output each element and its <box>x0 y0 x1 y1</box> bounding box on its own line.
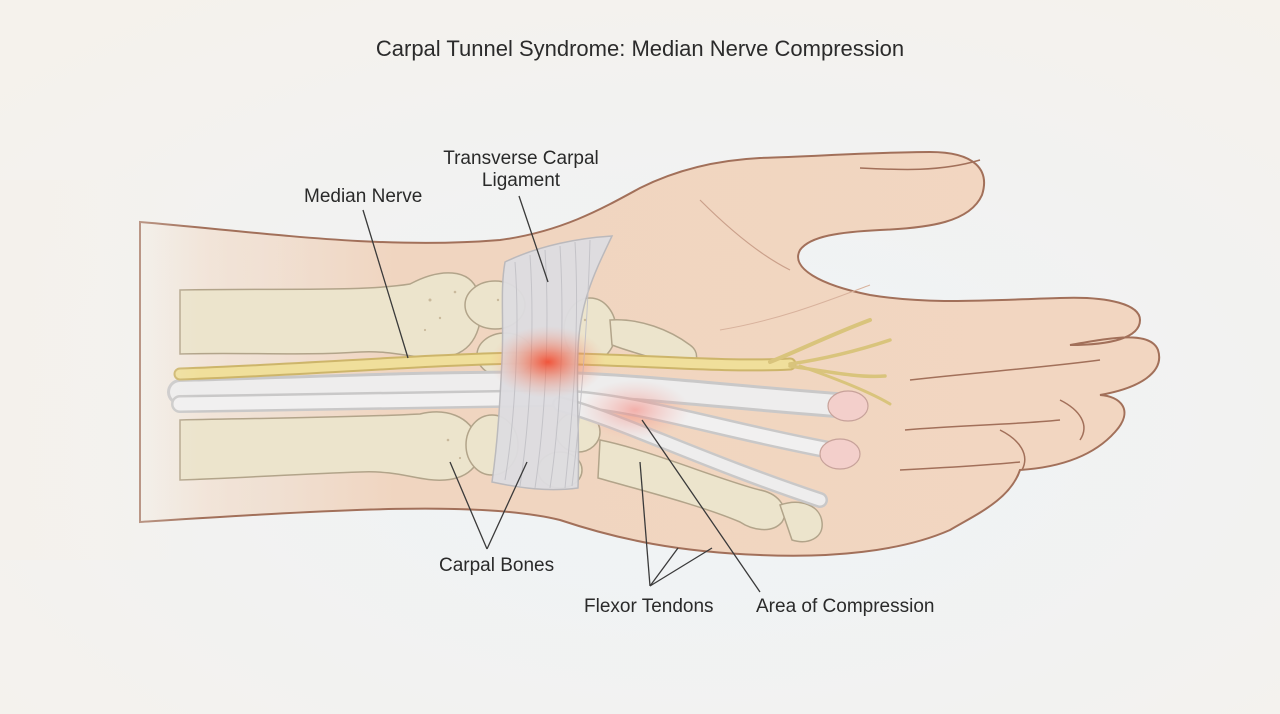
carpal-bones-leader-1 <box>449 461 488 550</box>
median-nerve-leader <box>362 209 409 359</box>
label-carpal-bones: Carpal Bones <box>439 555 555 576</box>
compression-highlight <box>490 326 606 398</box>
label-median-nerve: Median Nerve <box>304 186 423 207</box>
tendon-inflammation-highlight <box>580 380 690 440</box>
flexor-tendons-leader-1 <box>639 461 651 587</box>
flexor-tendons-leader-2 <box>649 547 679 587</box>
label-ligament-line1: Transverse Carpal <box>443 148 599 169</box>
ligament-leader <box>518 195 549 283</box>
label-ligament-line2: Ligament <box>481 170 561 191</box>
compression-leader <box>641 419 761 593</box>
forearm-fade <box>0 180 200 560</box>
flexor-tendons-leader-3 <box>649 547 713 587</box>
label-transverse-carpal-ligament: Transverse Carpal Ligament <box>426 148 616 192</box>
label-flexor-tendons: Flexor Tendons <box>584 596 714 617</box>
bone-texture <box>423 290 587 460</box>
leader-lines <box>362 195 761 593</box>
label-area-of-compression: Area of Compression <box>756 596 935 617</box>
diagram-title: Carpal Tunnel Syndrome: Median Nerve Com… <box>375 36 905 61</box>
carpal-bones-leader-2 <box>486 461 528 550</box>
